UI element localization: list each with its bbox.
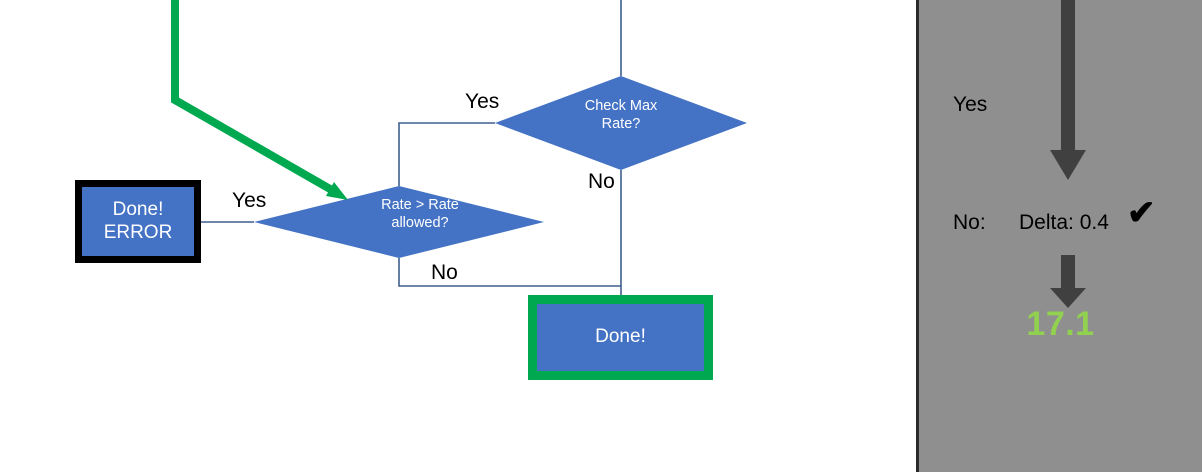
node-done-error-label: Done! ERROR [103, 199, 173, 243]
diamond-check-max-rate [495, 76, 747, 170]
down-arrow-upper-icon [1050, 0, 1086, 180]
node-done[interactable]: Done! [528, 295, 713, 380]
down-arrow-lower-icon [1050, 255, 1086, 308]
side-panel: Yes No: Delta: 0.4 ✔ 17.1 [916, 0, 1202, 472]
green-arrowhead [326, 182, 348, 200]
green-highlight-path [171, 0, 348, 200]
node-done-label: Done! [595, 326, 646, 348]
diamond-rate-gt-rate-allowed [254, 186, 544, 258]
flowchart-canvas: Check Max Rate? Rate > Rate allowed? Don… [75, 0, 747, 380]
flowchart-connectors [171, 0, 747, 295]
node-done-error[interactable]: Done! ERROR [75, 180, 201, 263]
connector-no-rate-to-done [398, 258, 621, 287]
panel-arrows [1050, 0, 1086, 308]
connector-yes-check-max-to-rate [398, 122, 495, 186]
